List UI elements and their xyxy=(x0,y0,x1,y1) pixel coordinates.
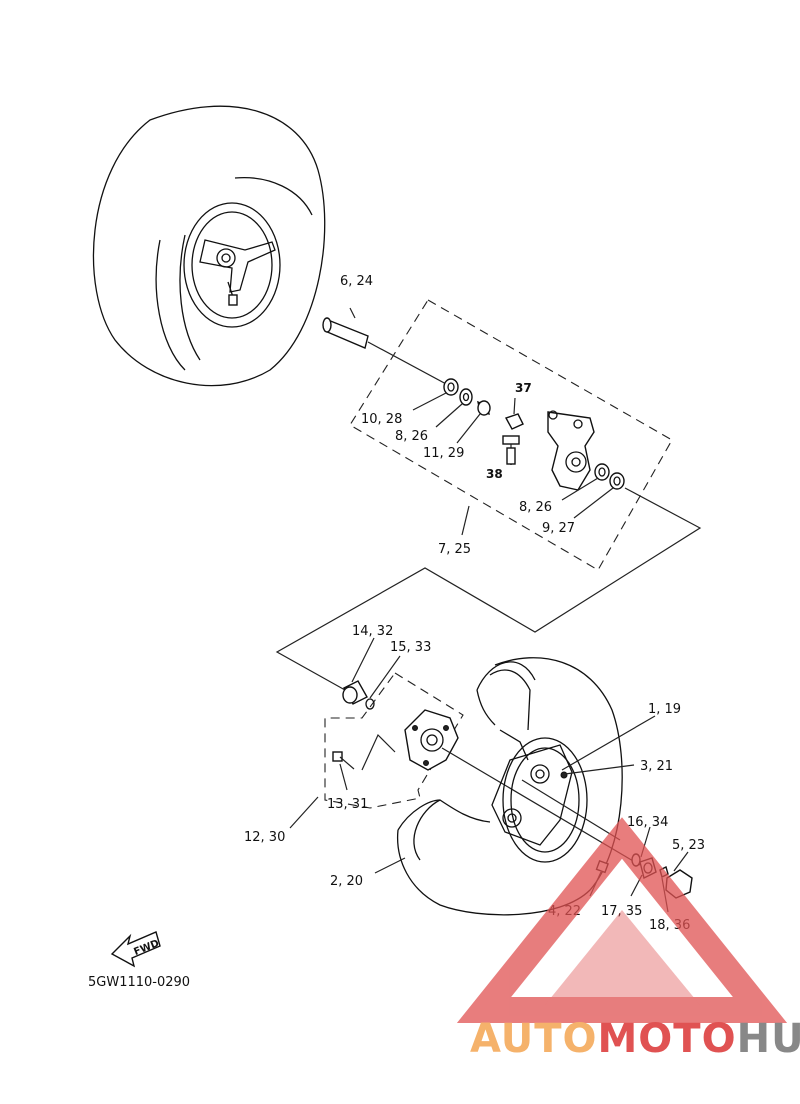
watermark-part-hub: HUB xyxy=(737,1016,800,1062)
hub-assembly-dashed-box xyxy=(349,299,673,571)
fwd-arrow-icon xyxy=(110,931,161,968)
automotohub-watermark xyxy=(456,817,788,1023)
callout-12-30: 12, 30 xyxy=(244,830,285,845)
hub-bolt-part xyxy=(332,751,355,770)
callout-38: 38 xyxy=(486,467,503,481)
callout-1-19: 1, 19 xyxy=(648,702,681,717)
watermark-text: AUTOMOTOHUB xyxy=(470,1016,800,1062)
callout-15-33: 15, 33 xyxy=(390,640,431,655)
collar-and-oring-parts xyxy=(342,680,375,710)
watermark-part-moto: MOTO xyxy=(598,1016,737,1062)
callout-labels: 6, 24 10, 28 8, 26 11, 29 37 38 8, 26 9,… xyxy=(244,274,705,933)
knuckle-bracket-part xyxy=(547,410,625,491)
assembly-connection-lines xyxy=(275,487,702,691)
callout-17-35: 17, 35 xyxy=(601,904,642,919)
callout-16-34: 16, 34 xyxy=(627,815,668,830)
lower-wheel-illustration xyxy=(396,657,623,916)
watermark-part-auto: AUTO xyxy=(470,1016,598,1062)
callout-9-27: 9, 27 xyxy=(542,521,575,536)
warning-triangle-logo xyxy=(456,817,788,1023)
callout-3-21: 3, 21 xyxy=(640,759,673,774)
callout-11-29: 11, 29 xyxy=(423,446,464,461)
callout-7-25: 7, 25 xyxy=(438,542,471,557)
callout-6-24: 6, 24 xyxy=(340,274,373,289)
diagram-code: 5GW1110-0290 xyxy=(88,975,190,990)
bearing-parts xyxy=(443,378,491,416)
callout-37: 37 xyxy=(515,381,532,395)
callout-8-26-lower: 8, 26 xyxy=(519,500,552,515)
callout-14-32: 14, 32 xyxy=(352,624,393,639)
callout-5-23: 5, 23 xyxy=(672,838,705,853)
fwd-direction-indicator: FWD xyxy=(110,931,161,968)
callout-8-26-upper: 8, 26 xyxy=(395,429,428,444)
callout-10-28: 10, 28 xyxy=(361,412,402,427)
callout-13-31: 13, 31 xyxy=(327,797,368,812)
upper-wheel-illustration xyxy=(92,105,326,387)
nut-and-bolt-parts xyxy=(502,413,524,465)
callout-2-20: 2, 20 xyxy=(330,874,363,889)
axle-part xyxy=(322,307,449,386)
